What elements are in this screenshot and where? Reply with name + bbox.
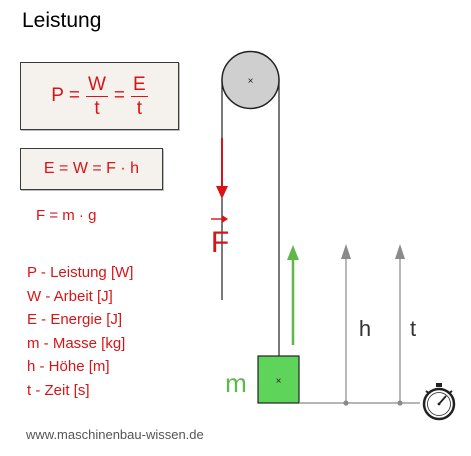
fraction-denominator-time-2: t xyxy=(136,97,143,119)
force-formula: F = m · g xyxy=(36,207,97,224)
mass-label: m xyxy=(225,368,247,398)
symbol-legend: P - Leistung [W] W - Arbeit [J] E - Ener… xyxy=(27,261,133,402)
legend-item-mass: m - Masse [kg] xyxy=(27,334,126,352)
pulley-wheel xyxy=(221,50,280,110)
lift-arrow-head xyxy=(287,245,299,260)
force-arrow-head xyxy=(216,186,228,199)
mass-block xyxy=(257,355,300,404)
mass-center-mark: × xyxy=(276,376,282,387)
legend-item-time: t - Zeit [s] xyxy=(27,381,90,399)
stopwatch-icon xyxy=(422,383,456,421)
legend-item-energy: E - Energie [J] xyxy=(27,311,123,328)
vector-arrow-head xyxy=(222,215,228,223)
legend-item-work: W - Arbeit [J] xyxy=(27,287,113,305)
page-title: Leistung xyxy=(22,9,102,32)
height-label: h xyxy=(359,316,371,341)
legend-item-height: h - Höhe [m] xyxy=(27,358,110,375)
time-label: t xyxy=(410,316,416,341)
energy-time-fraction: E t xyxy=(131,75,148,118)
fraction-denominator-time: t xyxy=(94,97,100,119)
energy-formula-box: E = W = F · h xyxy=(20,148,163,190)
fraction-numerator-energy: E xyxy=(131,73,148,97)
power-formula: P = W t = E t xyxy=(21,63,178,129)
equals-sign: = xyxy=(113,85,126,106)
height-arrow-head xyxy=(341,244,351,259)
website-footer: www.maschinenbau-wissen.de xyxy=(26,427,204,442)
power-formula-box: P = W t = E t xyxy=(20,62,179,130)
work-time-fraction: W t xyxy=(85,73,108,119)
pulley-axle-mark: × xyxy=(248,76,254,87)
fraction-numerator-work: W xyxy=(85,73,108,97)
legend-item-power: P - Leistung [W] xyxy=(27,264,134,281)
time-arrow-head xyxy=(395,244,405,259)
power-lhs: P = xyxy=(51,85,80,106)
force-label: F xyxy=(211,226,229,259)
energy-formula: E = W = F · h xyxy=(43,160,140,177)
